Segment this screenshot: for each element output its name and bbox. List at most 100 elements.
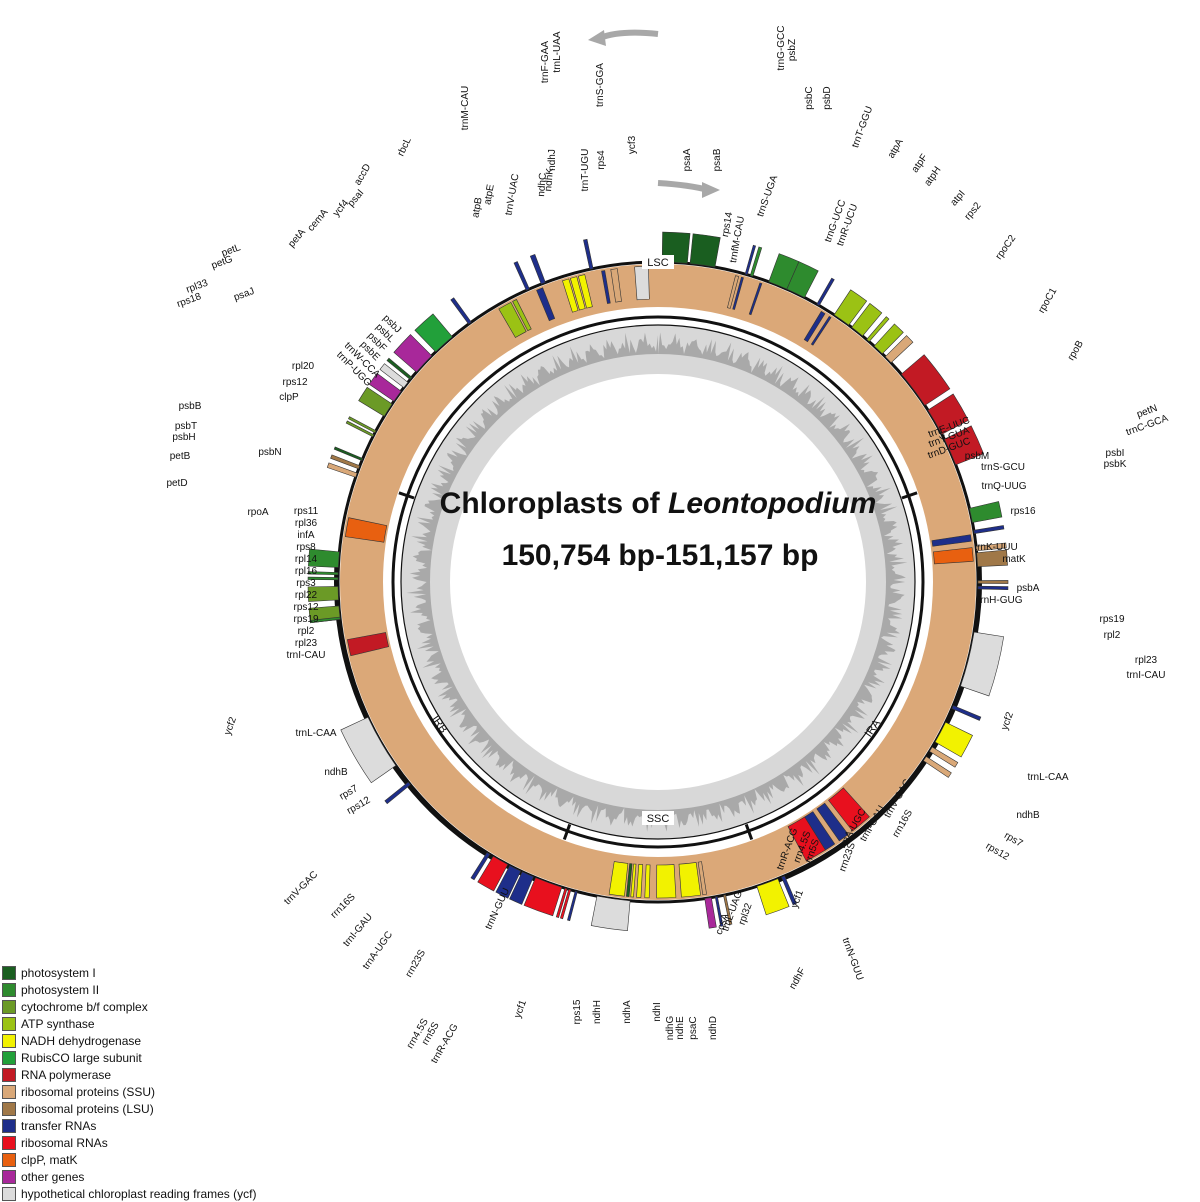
gene-label-ndhG: ndhG bbox=[665, 1016, 676, 1041]
legend-swatch bbox=[2, 1169, 16, 1184]
legend-label: ATP synthase bbox=[21, 1016, 95, 1031]
legend-label: NADH dehydrogenase bbox=[21, 1033, 142, 1048]
gene-label-psbN: psbN bbox=[258, 447, 281, 458]
gene-label-psbC: psbC bbox=[804, 86, 815, 109]
legend-label: RNA polymerase bbox=[21, 1067, 112, 1082]
gene-label-rpl22: rpl22 bbox=[295, 590, 318, 601]
legend-item: cytochrome b/f complex bbox=[2, 998, 302, 1015]
gene-trnL-CAA bbox=[384, 781, 411, 805]
gene-rbcL bbox=[414, 313, 453, 353]
gene-ccsA bbox=[704, 897, 717, 929]
gene-rps7 bbox=[929, 746, 959, 768]
legend-item: clpP, matK bbox=[2, 1151, 302, 1168]
gene-rps4 bbox=[610, 268, 622, 303]
map-title: Chloroplasts of Leontopodium bbox=[440, 487, 877, 520]
gene-label-rps3: rps3 bbox=[296, 578, 316, 589]
gene-petB bbox=[307, 586, 339, 602]
gene-rrn23S bbox=[523, 877, 563, 917]
title-prefix: Chloroplasts of bbox=[440, 487, 668, 520]
region-boundary-tick bbox=[901, 491, 918, 500]
gene-rpl23 bbox=[977, 580, 1009, 584]
gene-rps15 bbox=[697, 861, 707, 896]
legend-item: transfer RNAs bbox=[2, 1117, 302, 1134]
gene-trnH-GUG bbox=[973, 525, 1005, 534]
svg-text:LSC: LSC bbox=[647, 257, 668, 269]
gene-label-trnG-GCC: trnG-GCC bbox=[776, 26, 787, 71]
gene-trnT-GGU bbox=[816, 277, 835, 306]
gene-ndhC bbox=[562, 278, 579, 313]
gene-psbN bbox=[309, 616, 341, 624]
gene-label-infA: infA bbox=[297, 530, 315, 541]
gene-rrn16S bbox=[477, 855, 509, 892]
gene-atpB bbox=[498, 301, 527, 338]
gene-label-psbH: psbH bbox=[172, 432, 195, 443]
gene-label-trnS-UGA: trnS-UGA bbox=[755, 174, 780, 219]
legend-swatch bbox=[2, 1101, 16, 1116]
gene-label-ycf1: ycf1 bbox=[512, 998, 529, 1019]
legend-label: photosystem II bbox=[21, 982, 100, 997]
counterclockwise-arrowhead-icon bbox=[588, 30, 606, 46]
gene-ndhA bbox=[656, 864, 677, 899]
gene-rpoC1 bbox=[927, 393, 969, 435]
gene-label-trnV-UAC: trnV-UAC bbox=[503, 173, 521, 217]
gene-psbB bbox=[308, 548, 340, 568]
legend-item: other genes bbox=[2, 1168, 302, 1185]
gene-label-rps11: rps11 bbox=[294, 506, 319, 517]
gene-rpoC2 bbox=[900, 354, 951, 406]
gene-label-rpl23: rpl23 bbox=[295, 638, 318, 649]
gene-label-trnL-CAA: trnL-CAA bbox=[295, 728, 336, 739]
gene-label-psaA: psaA bbox=[682, 148, 693, 171]
gene-label-rps19: rps19 bbox=[293, 614, 318, 625]
gene-label-psbZ: psbZ bbox=[787, 39, 798, 61]
gene-label-petG: petG bbox=[210, 254, 234, 272]
gene-label-ndhJ: ndhJ bbox=[547, 149, 558, 171]
gene-label-ndhE: ndhE bbox=[675, 1016, 686, 1040]
legend-item: ribosomal RNAs bbox=[2, 1134, 302, 1151]
gene-label-atpI: atpI bbox=[949, 188, 968, 208]
gene-label-trnI-CAU: trnI-CAU bbox=[1127, 670, 1166, 681]
gene-rps12 bbox=[923, 756, 952, 778]
gene-trnG-UCC bbox=[803, 311, 826, 343]
gene-label-ndhK: ndhK bbox=[543, 167, 556, 192]
gene-label-ndhF: ndhF bbox=[787, 966, 808, 991]
gene-label-psbB: psbB bbox=[179, 401, 202, 412]
gene-label-rps7: rps7 bbox=[1002, 830, 1025, 849]
gene-label-psbD: psbD bbox=[822, 86, 833, 109]
counterclockwise-arrow-icon bbox=[598, 29, 659, 41]
gene-psaJ bbox=[333, 446, 364, 461]
gene-label-ndhB: ndhB bbox=[1016, 810, 1040, 821]
gene-label-rps15: rps15 bbox=[572, 999, 583, 1024]
gene-ndhJ bbox=[577, 274, 593, 309]
legend-label: cytochrome b/f complex bbox=[21, 999, 148, 1014]
gene-trnI-CAU bbox=[977, 585, 1009, 590]
gene-label-rpl16: rpl16 bbox=[295, 566, 318, 577]
gene-label-trnS-GCU: trnS-GCU bbox=[981, 462, 1025, 473]
gene-petL bbox=[347, 416, 377, 434]
gene-psbH bbox=[307, 576, 339, 581]
gene-psbZ bbox=[749, 246, 763, 277]
legend-label: RubisCO large subunit bbox=[21, 1050, 142, 1065]
gene-trnT-UGU bbox=[601, 270, 611, 304]
gene-label-psbA: psbA bbox=[1017, 583, 1040, 594]
gene-label-atpE: atpE bbox=[482, 183, 496, 205]
gene-label-rpl14: rpl14 bbox=[295, 554, 318, 565]
gene-rpl32 bbox=[723, 894, 733, 925]
gene-ndhD bbox=[608, 861, 629, 897]
gene-trnV-UAC bbox=[536, 287, 556, 322]
gene-rps19 bbox=[975, 542, 1007, 552]
legend-swatch bbox=[2, 1118, 16, 1133]
gene-label-psbK: psbK bbox=[1104, 459, 1127, 470]
gene-label-petA: petA bbox=[286, 227, 308, 250]
gene-rrn4.5S bbox=[555, 887, 568, 918]
gene-psbT bbox=[307, 571, 339, 576]
gene-atpE bbox=[512, 299, 532, 332]
gene-trnR-UCU bbox=[810, 315, 832, 346]
legend-swatch bbox=[2, 1186, 16, 1201]
legend-label: transfer RNAs bbox=[21, 1118, 97, 1133]
gene-label-psbT: psbT bbox=[175, 421, 197, 432]
gene-label-psaJ: psaJ bbox=[232, 286, 256, 304]
gene-trnL-UAA bbox=[529, 253, 546, 285]
gene-label-trnT-GGU: trnT-GGU bbox=[850, 105, 875, 149]
gene-label-clpP: clpP bbox=[279, 392, 299, 403]
gene-trnF-GAA bbox=[513, 261, 530, 291]
